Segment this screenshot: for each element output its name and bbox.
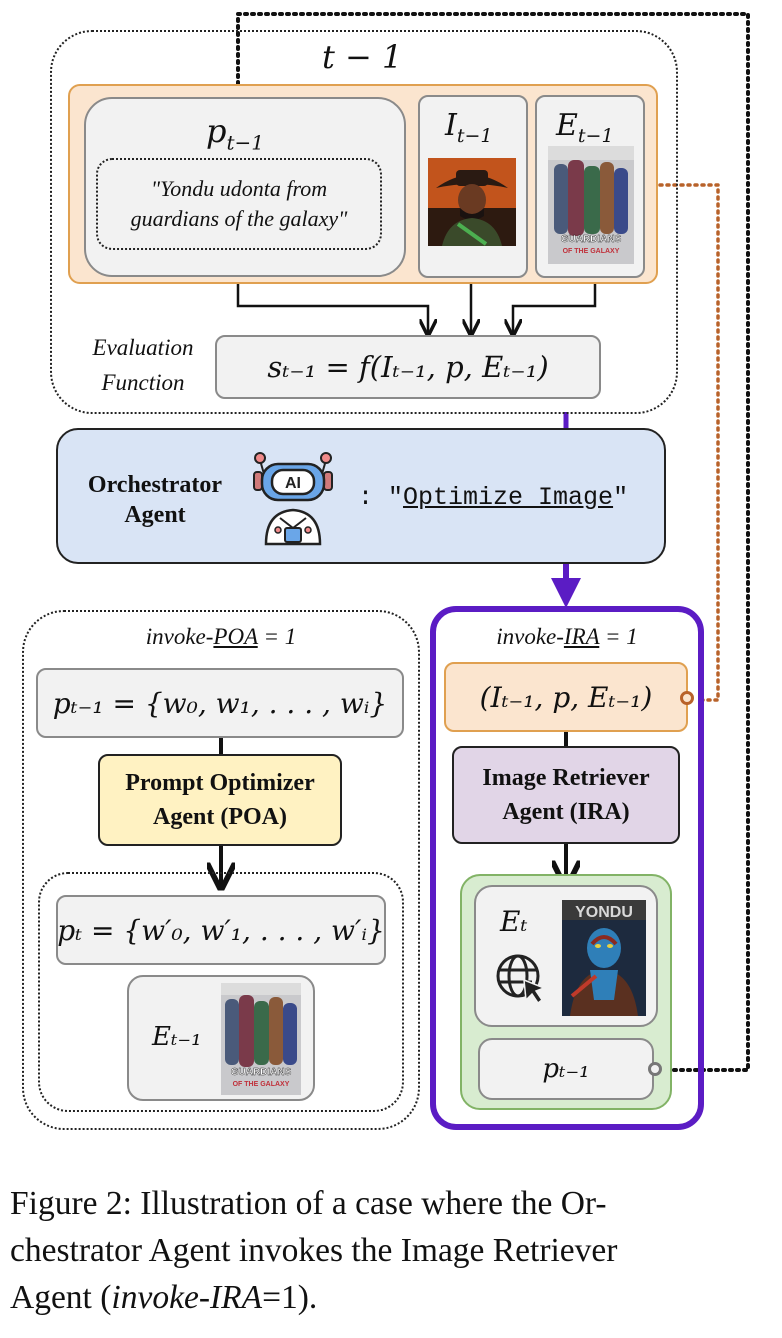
caption-line1: Figure 2: Illustration of a case where t… xyxy=(10,1185,607,1222)
prompt-text-line2: guardians of the galaxy" xyxy=(130,206,348,231)
example-poster-subtitle: OF THE GALAXY xyxy=(563,248,620,255)
step-label: t − 1 xyxy=(322,38,403,76)
poa-header-prefix: invoke- xyxy=(145,624,214,649)
example-to-eval-arrow xyxy=(513,278,597,333)
caption-line3: Agent (invoke-IRA=1). xyxy=(10,1274,780,1321)
caption-line3-prefix: Agent ( xyxy=(10,1279,112,1316)
poa-agent-box: Prompt Optimizer Agent (POA) xyxy=(98,754,342,846)
retrieved-example-label: Eₜ xyxy=(500,905,528,938)
robot-label: AI xyxy=(285,475,301,492)
orchestrator-action-text: Optimize Image xyxy=(403,483,614,512)
prompt-to-eval-arrow xyxy=(236,278,428,333)
poa-example-poster: GUARDIANS OF THE GALAXY xyxy=(221,983,301,1095)
poa-example-label: Eₜ₋₁ xyxy=(152,1022,202,1052)
poa-poster-title: GUARDIANS xyxy=(231,1067,292,1078)
retrieved-prompt-box: pₜ₋₁ xyxy=(478,1038,654,1100)
example-poster-title: GUARDIANS xyxy=(561,234,622,245)
ira-frame xyxy=(430,606,704,1130)
poa-agent-line2: Agent (POA) xyxy=(153,804,287,830)
poa-header: invoke-POA = 1 xyxy=(22,624,420,650)
retrieved-prompt-port xyxy=(648,1062,662,1076)
feedback-loop-connector xyxy=(236,12,750,1072)
retrieved-poster-text: YONDU xyxy=(575,904,633,921)
example-variable-base: E xyxy=(556,108,578,143)
poa-poster-subtitle: OF THE GALAXY xyxy=(233,1081,290,1088)
caption-line3-suffix: =1). xyxy=(262,1279,318,1316)
image-variable: It−1 xyxy=(445,108,493,147)
prompt-variable-sub: t−1 xyxy=(226,130,265,155)
example-variable: Et−1 xyxy=(556,108,614,147)
poa-header-acronym: POA xyxy=(213,624,258,649)
example-to-ira-connector xyxy=(658,183,720,702)
prompt-variable-base: p xyxy=(206,112,227,150)
ira-header-acronym: IRA xyxy=(563,624,600,649)
retrieved-poster-image: YONDU xyxy=(562,900,646,1016)
orchestrator-action-prefix: : " xyxy=(358,483,404,512)
caption-line3-em: invoke-IRA xyxy=(111,1279,263,1316)
poa-input-box: pₜ₋₁ = {w₀, w₁, . . . , wᵢ} xyxy=(36,668,404,738)
ira-agent-line1: Image Retriever xyxy=(482,765,650,791)
eval-formula-box: sₜ₋₁ = f(Iₜ₋₁, p, Eₜ₋₁) xyxy=(215,335,601,399)
poa-output-frame xyxy=(38,872,404,1112)
generated-character-image xyxy=(428,158,516,246)
image-variable-base: I xyxy=(445,108,457,143)
prompt-text-line1: "Yondu udonta from xyxy=(150,176,328,201)
globe-cursor-icon xyxy=(496,954,547,1005)
figure-caption: Figure 2: Illustration of a case where t… xyxy=(10,1180,780,1321)
poa-output-box: pₜ = {w′₀, w′₁, . . . , w′ᵢ} xyxy=(56,895,386,965)
orchestrator-action: : "Optimize Image" xyxy=(358,483,628,512)
ira-agent-box: Image Retriever Agent (IRA) xyxy=(452,746,680,844)
eval-label-line1: Evaluation xyxy=(92,335,194,360)
image-variable-sub: t−1 xyxy=(456,125,493,147)
ira-header: invoke-IRA = 1 xyxy=(430,624,704,650)
eval-label-line2: Function xyxy=(101,370,185,395)
ira-agent-line2: Agent (IRA) xyxy=(502,799,630,825)
example-poster-image: GUARDIANS OF THE GALAXY xyxy=(548,146,634,264)
ira-input-box: (Iₜ₋₁, p, Eₜ₋₁) xyxy=(444,662,688,732)
orchestrator-name: Orchestrator Agent xyxy=(70,470,240,530)
poa-header-suffix: = 1 xyxy=(257,624,297,649)
orchestrator-action-suffix: " xyxy=(613,483,629,512)
caption-line2: chestrator Agent invokes the Image Retri… xyxy=(10,1232,618,1269)
prompt-text-box: "Yondu udonta from guardians of the gala… xyxy=(96,158,382,250)
previous-step-frame xyxy=(50,30,678,414)
ira-header-prefix: invoke- xyxy=(496,624,564,649)
eval-label: Evaluation Function xyxy=(78,330,208,400)
prompt-variable: pt−1 xyxy=(206,112,264,154)
poa-agent-line1: Prompt Optimizer xyxy=(125,770,315,796)
poa-frame xyxy=(22,610,420,1130)
orchestrator-box xyxy=(56,428,666,564)
orchestrator-name-line1: Orchestrator xyxy=(87,472,223,498)
ira-input-port xyxy=(680,691,694,705)
example-variable-sub: t−1 xyxy=(577,125,614,147)
robot-icon: AI xyxy=(253,452,333,546)
orchestrator-name-line2: Agent xyxy=(124,502,186,528)
ira-header-suffix: = 1 xyxy=(599,624,638,649)
